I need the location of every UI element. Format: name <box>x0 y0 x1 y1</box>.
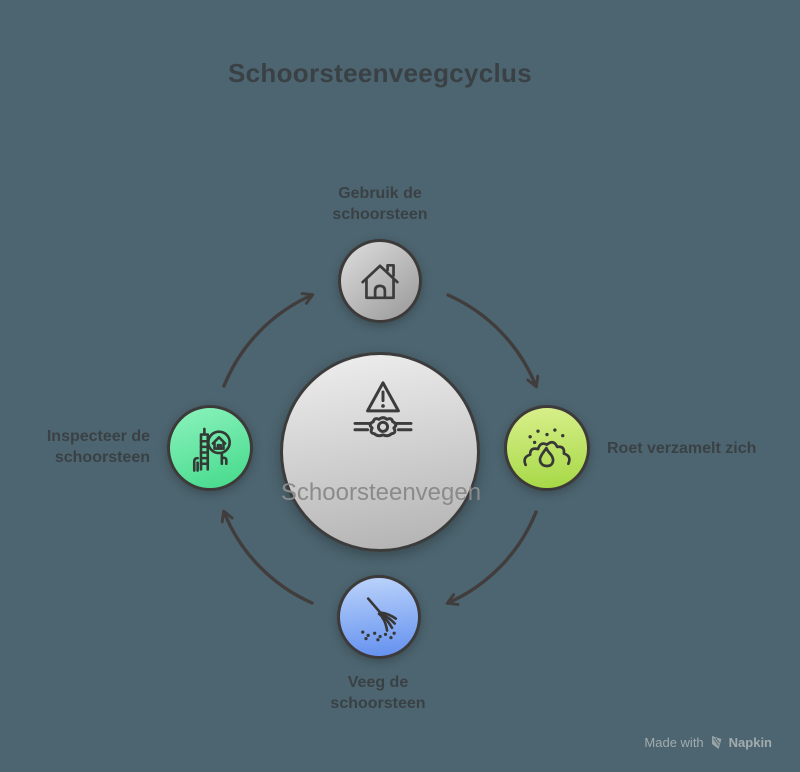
watermark-brand: Napkin <box>728 735 772 750</box>
diagram-title: Schoorsteenveegcyclus <box>228 58 532 88</box>
node-inspecteer-de-schoorsteen <box>167 405 253 491</box>
label-roet-verzamelt-zich: Roet verzamelt zich <box>607 440 757 457</box>
arrow-right-to-bottom <box>445 510 538 606</box>
arrow-left-to-top <box>222 292 315 388</box>
watermark-prefix: Made with <box>644 735 704 750</box>
label-veeg-de-schoorsteen: Veeg de schoorsteen <box>330 674 426 712</box>
label-gebruik-de-schoorsteen: Gebruik de schoorsteen <box>332 185 428 223</box>
node-veeg-de-schoorsteen <box>337 575 421 659</box>
label-inspecteer-de-schoorsteen: Inspecteer de schoorsteen <box>46 428 150 466</box>
house-icon <box>361 263 399 300</box>
napkin-watermark-link[interactable]: Made with Napkin <box>644 735 772 750</box>
chimney-inspect-icon <box>192 427 231 472</box>
arrow-bottom-to-left <box>220 509 314 605</box>
broom-sweep-icon <box>361 597 398 642</box>
node-roet-verzamelt-zich <box>504 405 590 491</box>
napkin-logo-icon <box>711 736 722 749</box>
node-gebruik-de-schoorsteen <box>338 239 422 323</box>
center-node <box>280 352 480 552</box>
center-node-label: Schoorsteenvegen <box>280 479 482 506</box>
arrow-top-to-right <box>446 293 540 389</box>
soot-flame-icon <box>523 428 571 468</box>
chimney-soot-warning-icon <box>353 381 413 438</box>
